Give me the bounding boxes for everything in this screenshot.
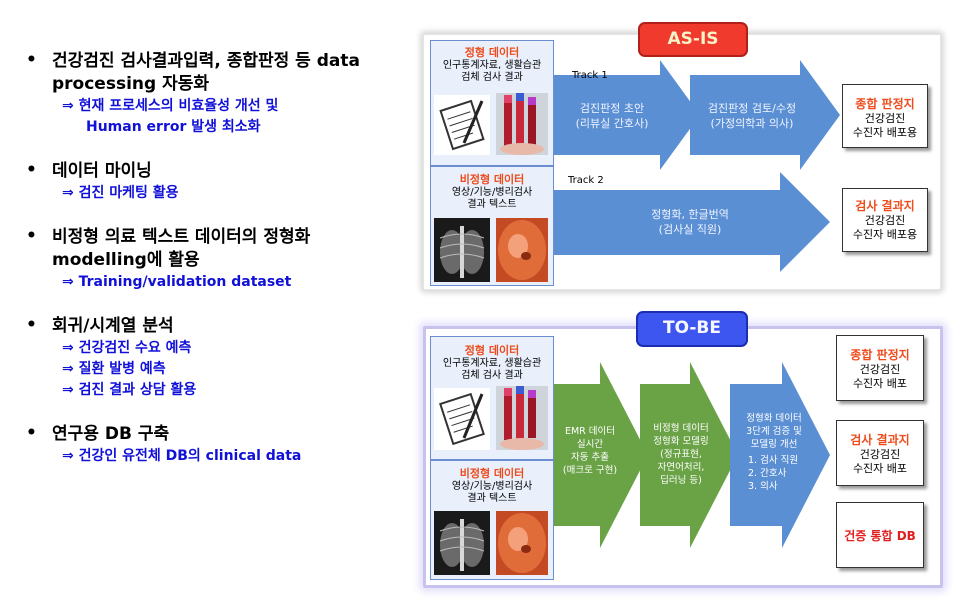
src-title: 정형 데이터 — [464, 46, 520, 59]
bullet-sub: ⇒ 건강검진 수요 예측 — [62, 340, 192, 356]
bullet-sub: ⇒ 건강인 유전체 DB의 clinical data — [62, 448, 302, 464]
asis-tag: AS-IS — [638, 22, 748, 57]
src-line: 결과 텍스트 — [467, 493, 517, 504]
src-line: 영상/기능/병리검사 — [451, 187, 533, 198]
src-title: 비정형 데이터 — [459, 173, 525, 186]
out-line: 수진자 배포 — [852, 377, 908, 390]
out-line: 건강검진 — [864, 214, 906, 227]
src-line: 인구통계자료, 생활습관 — [442, 358, 542, 369]
out-title: 검사 결과지 — [855, 199, 915, 213]
src-line: 인구통계자료, 생활습관 — [442, 60, 542, 71]
bullet-sub: Human error 발생 최소화 — [86, 119, 261, 135]
bullet-dot: • — [26, 423, 37, 443]
bullet-dot: • — [26, 226, 37, 246]
src-title: 비정형 데이터 — [459, 467, 525, 480]
endoscopy-icon — [496, 511, 548, 575]
tobe-g2-line: 비정형 데이터 — [653, 423, 708, 434]
tobe-arrow-emr — [553, 362, 648, 548]
asis-arrow-track2 — [553, 172, 830, 272]
bullet-sub: ⇒ Training/validation dataset — [62, 274, 292, 290]
blood-tubes-icon — [496, 93, 548, 155]
src-line: 검체 검사 결과 — [461, 370, 523, 381]
src-line: 결과 텍스트 — [467, 199, 517, 210]
bullet-dot: • — [26, 315, 37, 335]
out-line: 건강검진 — [864, 112, 906, 125]
bullet-research-db: • 연구용 DB 구축 ⇒ 건강인 유전체 DB의 clinical data — [22, 423, 412, 467]
asis-arrow-track2-line1: 정형화, 한글번역 — [651, 208, 729, 221]
tobe-b1-line: 3단계 검증 및 — [746, 425, 802, 437]
out-title: 건증 통합 DB — [844, 529, 916, 543]
asis-arrow-draft-line2: (리뷰실 간호사) — [576, 117, 649, 130]
notepad-pencil-icon — [434, 388, 490, 450]
bullet-main: processing 자동화 — [52, 74, 210, 94]
tobe-g1-line: EMR 데이터 — [565, 426, 615, 437]
src-title: 정형 데이터 — [464, 344, 520, 357]
bullet-main: 연구용 DB 구축 — [52, 424, 170, 444]
notepad-pencil-icon — [434, 95, 490, 155]
bullet-sub: ⇒ 검진 마케팅 활용 — [62, 185, 179, 201]
bullet-data-mining: • 데이터 마이닝 ⇒ 검진 마케팅 활용 — [22, 160, 412, 204]
bullet-sub: ⇒ 현재 프로세스의 비효율성 개선 및 — [62, 98, 279, 114]
tobe-g2-line: (정규표현, — [660, 449, 702, 460]
bullet-regression: • 회귀/시계열 분석 ⇒ 건강검진 수요 예측 ⇒ 질환 발병 예측 ⇒ 검진… — [22, 315, 412, 401]
bullet-sub: ⇒ 검진 결과 상담 활용 — [62, 382, 197, 398]
tobe-b1-line: 모델링 개선 — [751, 438, 798, 450]
asis-output-summary-report: 종합 판정지 건강검진 수진자 배포용 — [842, 84, 928, 148]
asis-arrow-track2-line2: (검사실 직원) — [659, 223, 722, 236]
out-title: 종합 판정지 — [855, 97, 915, 111]
chest-xray-icon — [434, 218, 490, 282]
asis-arrow-review-line2: (가정의학과 의사) — [711, 117, 794, 130]
bullet-main: 데이터 마이닝 — [52, 161, 152, 181]
tobe-b1-list: 1. 검사 직원 — [748, 454, 798, 466]
asis-arrow-review-line1: 검진판정 검토/수정 — [708, 102, 796, 115]
bullet-sub: ⇒ 질환 발병 예측 — [62, 361, 166, 377]
tobe-g1-line: (매크로 구현) — [563, 465, 617, 476]
asis-track2-label: Track 2 — [567, 175, 604, 186]
asis-output-test-report: 검사 결과지 건강검진 수진자 배포용 — [842, 188, 928, 252]
tobe-g2-line: 딥러닝 등) — [660, 474, 702, 486]
out-line: 건강검진 — [859, 363, 901, 376]
tobe-b1-list: 3. 의사 — [748, 481, 778, 492]
out-title: 검사 결과지 — [850, 433, 910, 447]
src-line: 영상/기능/병리검사 — [451, 481, 533, 492]
asis-track1-label: Track 1 — [571, 70, 608, 81]
tobe-b1-list: 2. 간호사 — [748, 468, 787, 479]
tobe-arrow-modelling — [640, 362, 738, 548]
bullet-main: 비정형 의료 텍스트 데이터의 정형화 — [52, 227, 311, 247]
bullet-text-modelling: • 비정형 의료 텍스트 데이터의 정형화 modelling에 활용 ⇒ Tr… — [22, 226, 412, 293]
out-line: 수진자 배포 — [852, 462, 908, 475]
tobe-arrow-emr-text: EMR 데이터 실시간 자동 추출 (매크로 구현) — [563, 426, 617, 476]
bullet-automation: • 건강검진 검사결과입력, 종합판정 등 data processing 자동… — [22, 50, 412, 138]
bullet-dot: • — [26, 50, 37, 70]
tobe-arrow-verify — [730, 362, 830, 548]
blood-tubes-icon — [496, 386, 548, 450]
out-title: 종합 판정지 — [850, 348, 910, 362]
tobe-output-test-report: 검사 결과지 건강검진 수진자 배포 — [836, 420, 924, 486]
tobe-g2-line: 자연어처리, — [658, 461, 705, 473]
endoscopy-icon — [496, 218, 548, 282]
bullet-list: • 건강검진 검사결과입력, 종합판정 등 data processing 자동… — [22, 50, 412, 489]
out-line: 수진자 배포용 — [852, 228, 918, 241]
asis-arrow-draft — [553, 60, 700, 170]
tobe-g2-line: 정형화 모델링 — [653, 435, 708, 447]
out-line: 수진자 배포용 — [852, 126, 918, 139]
out-line: 건강검진 — [859, 448, 901, 461]
bullet-main: 회귀/시계열 분석 — [52, 316, 174, 336]
tobe-g1-line: 실시간 — [577, 439, 603, 450]
tobe-arrow-modelling-text: 비정형 데이터 정형화 모델링 (정규표현, 자연어처리, 딥러닝 등) — [653, 423, 708, 486]
src-line: 검체 검사 결과 — [461, 72, 523, 83]
tobe-output-summary-report: 종합 판정지 건강검진 수진자 배포 — [836, 335, 924, 401]
tobe-output-integrated-db: 건증 통합 DB — [836, 502, 924, 568]
tobe-arrow-verify-text: 정형화 데이터 3단계 검증 및 모델링 개선 1. 검사 직원 2. 간호사 … — [746, 413, 802, 492]
tobe-g1-line: 자동 추출 — [571, 452, 609, 463]
bullet-main: modelling에 활용 — [52, 250, 200, 270]
asis-arrow-draft-line1: 검진판정 초안 — [580, 102, 644, 115]
bullet-dot: • — [26, 160, 37, 180]
asis-arrow-review — [690, 60, 840, 170]
chest-xray-icon — [434, 511, 490, 575]
tobe-b1-line: 정형화 데이터 — [746, 413, 801, 424]
bullet-main: 건강검진 검사결과입력, 종합판정 등 data — [52, 51, 360, 71]
tobe-tag: TO-BE — [636, 311, 748, 347]
